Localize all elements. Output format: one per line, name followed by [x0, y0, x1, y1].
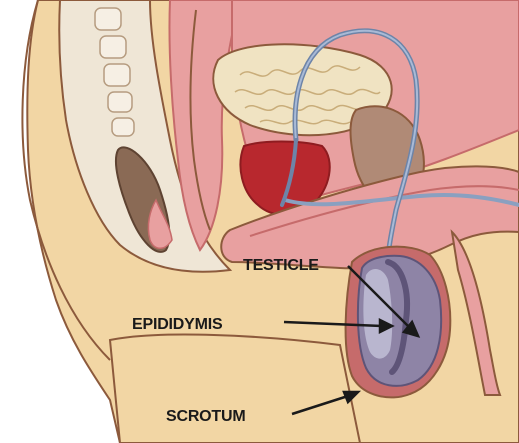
label-testicle: TESTICLE [243, 257, 319, 274]
label-scrotum: SCROTUM [166, 408, 245, 425]
thigh [110, 335, 360, 443]
label-epididymis: EPIDIDYMIS [132, 316, 223, 333]
testicle-highlight [363, 269, 392, 359]
